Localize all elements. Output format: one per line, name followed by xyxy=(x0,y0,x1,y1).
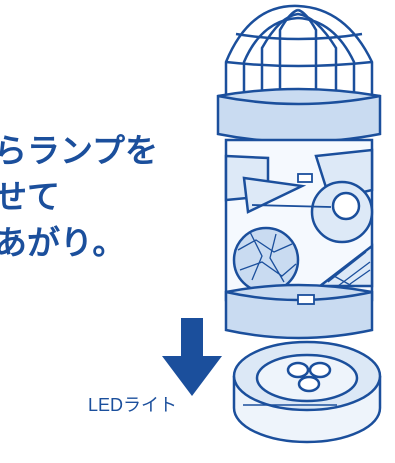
led-bulb-icon xyxy=(308,361,332,379)
headline: らランプを せて あがり。 xyxy=(0,128,158,266)
down-arrow-icon xyxy=(162,318,222,396)
headline-line-2: せて xyxy=(0,177,60,216)
led-bulb-icon xyxy=(286,361,310,379)
headline-line-1: らランプを xyxy=(0,131,159,170)
bottom-band xyxy=(224,283,374,340)
headline-line-3: あがり。 xyxy=(0,223,126,262)
lamp-dome xyxy=(224,4,374,96)
top-band xyxy=(216,87,382,144)
led-light-base xyxy=(232,340,382,444)
led-light-label: LEDライト xyxy=(88,395,178,415)
lamp-body xyxy=(224,138,374,302)
led-bulb-icon xyxy=(297,375,321,393)
